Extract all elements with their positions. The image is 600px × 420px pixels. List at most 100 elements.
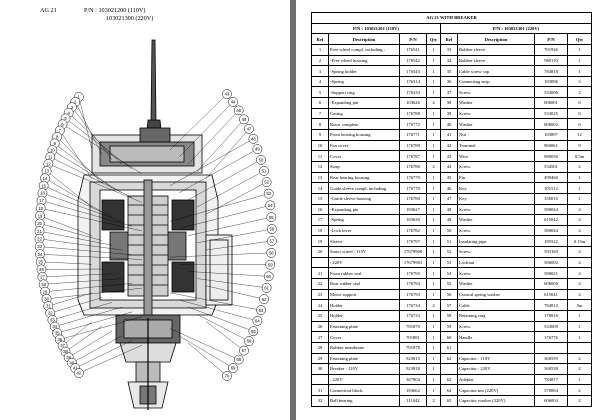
table-cell: 17 <box>311 214 329 226</box>
table-cell: 13 <box>311 171 329 184</box>
table-cell: 1 <box>426 107 441 120</box>
svg-text:65: 65 <box>251 329 256 334</box>
table-cell: 1 <box>426 384 441 397</box>
table-cell: 46 <box>440 182 458 194</box>
table-cell <box>566 341 593 354</box>
callout-13: 13 <box>41 166 52 176</box>
table-cell: 18 <box>311 224 329 237</box>
table-cell: Cable screw cap <box>457 65 535 77</box>
table-cell: 176779 <box>399 171 427 184</box>
table-cell: 6 <box>566 107 593 120</box>
table-cell: 4 <box>566 267 593 279</box>
table-cell: 185522 <box>534 235 568 248</box>
callout-60: 60 <box>263 271 274 282</box>
table-cell: 176793 <box>399 288 427 301</box>
table-cell: 1 <box>426 363 441 375</box>
callout-19: 19 <box>35 210 45 221</box>
table-title: AG 21 WITH BREAKER <box>310 12 593 24</box>
table-cell: 367804 <box>399 373 427 386</box>
table-cell: Screw <box>457 107 535 120</box>
table-cell: 44 <box>440 160 458 173</box>
svg-text:70: 70 <box>225 374 230 379</box>
table-cell: 2 <box>566 352 593 365</box>
svg-text:21: 21 <box>37 229 42 234</box>
table-cell: -Expanding pin <box>328 97 400 109</box>
svg-text:17: 17 <box>39 198 44 203</box>
svg-text:69: 69 <box>231 366 236 371</box>
table-cell: -Spring holder <box>328 65 400 77</box>
svg-text:10: 10 <box>50 148 55 153</box>
table-cell: Screw <box>457 160 535 173</box>
table-cell: 176771 <box>399 129 427 141</box>
table-cell: 4 <box>311 75 329 88</box>
table-cell: 23 <box>311 288 329 301</box>
callout-56: 56 <box>266 224 277 234</box>
table-cell: Casing <box>328 107 400 120</box>
table-cell: 58 <box>440 309 458 322</box>
table-cell: Holder <box>328 299 400 311</box>
svg-text:68: 68 <box>236 357 241 362</box>
table-cell: 183096 <box>534 75 568 88</box>
table-cell: 4 <box>566 288 593 301</box>
table-cell: 183630 <box>399 214 427 226</box>
table-cell: 48 <box>440 203 458 216</box>
table-cell: 10 <box>311 139 329 152</box>
svg-text:42: 42 <box>76 371 81 376</box>
pn-220v: P/N : 103021301 (220V) <box>439 22 593 35</box>
svg-text:30: 30 <box>44 297 49 302</box>
pn-110v: P/N : 103021201 (110V) <box>311 22 441 35</box>
column-header: Description <box>457 33 535 45</box>
table-cell: 12 <box>566 129 593 141</box>
table-cell: 1 <box>311 43 329 56</box>
table-cell: 176779 <box>399 182 427 194</box>
table-cell: 1 <box>426 331 441 343</box>
table-cell: 11 <box>311 150 329 162</box>
callout-67: 67 <box>239 345 249 356</box>
table-cell: Terminal <box>457 139 535 152</box>
table-cell: 183662 <box>399 384 427 397</box>
svg-text:59: 59 <box>268 262 273 267</box>
table-cell: 350010 <box>534 192 568 205</box>
table-cell: 41 <box>440 129 458 141</box>
table-cell: 176541 <box>399 43 427 56</box>
table-cell: 7 <box>311 107 329 120</box>
table-cell: 1 <box>566 54 593 67</box>
callout-61: 61 <box>261 283 272 293</box>
table-cell: 2 <box>311 54 329 67</box>
table-cell: 29 <box>311 352 329 365</box>
table-cell: Rubber sleeve <box>457 43 535 56</box>
table-cell: 25 <box>311 309 329 322</box>
table-cell: Adapter <box>457 373 535 386</box>
table-cell: 1 <box>566 182 593 194</box>
callout-69: 69 <box>228 363 238 373</box>
svg-text:25: 25 <box>38 259 43 264</box>
table-cell: 176797 <box>399 235 427 248</box>
table-cell: 701881 <box>399 331 427 343</box>
table-cell: 2 <box>566 86 593 99</box>
table-cell: 21 <box>311 267 329 279</box>
table-cell: 1 <box>426 352 441 365</box>
exploded-view-drawing: 1234567891011121314151617181920212223242… <box>34 39 277 410</box>
table-cell: 4 <box>566 203 593 216</box>
callout-49: 49 <box>252 144 263 154</box>
table-cell: -Expanding pin <box>328 203 400 216</box>
table-cell: 24 <box>311 299 329 311</box>
table-cell: Cover <box>328 331 400 343</box>
table-cell: 63 <box>440 373 458 386</box>
table-cell: Insulating pipe <box>457 235 535 248</box>
table-cell: Connection block <box>328 384 400 397</box>
table-cell: 2 <box>566 363 593 375</box>
table-cell: 1 <box>426 65 441 77</box>
table-cell: Washer <box>457 214 535 226</box>
table-cell: Pin <box>457 171 535 184</box>
callout-42: 42 <box>73 368 84 378</box>
table-cell: 42 <box>440 139 458 152</box>
table-cell: 26 <box>311 320 329 333</box>
table-cell: Washer <box>457 118 535 131</box>
